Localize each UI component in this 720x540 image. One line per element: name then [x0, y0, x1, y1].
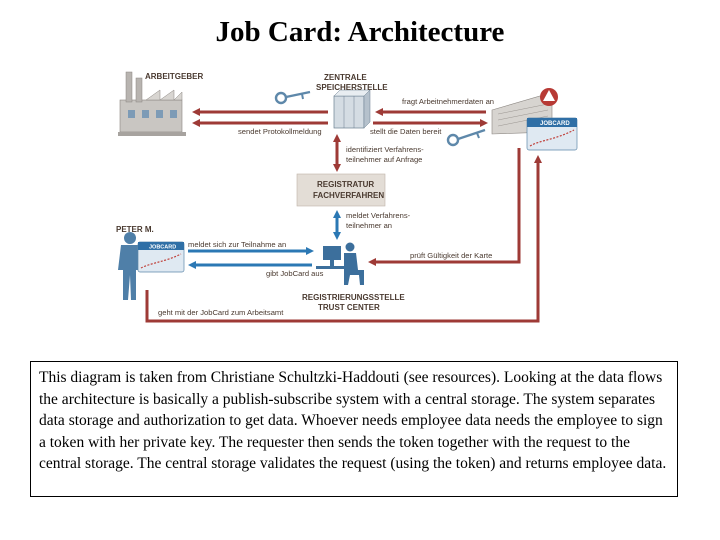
computer-user-icon: [316, 242, 364, 285]
arrow-label-identifies-1: identifiziert Verfahrens-: [346, 145, 424, 154]
registry-box: [296, 173, 386, 207]
person-icon: [118, 232, 142, 300]
arrow-label-goes-to-office: geht mit der JobCard zum Arbeitsamt: [158, 308, 284, 317]
arrow-label-sends-protocol: sendet Protokollmeldung: [238, 127, 322, 136]
svg-text:JOBCARD: JOBCARD: [149, 245, 176, 251]
svg-text:JOBCARD: JOBCARD: [540, 121, 570, 127]
key-icon: [446, 128, 486, 147]
arrow-label-identifies-2: teilnehmer auf Anfrage: [346, 155, 422, 164]
slide-title: Job Card: Architecture: [215, 16, 505, 48]
server-icon: [333, 89, 371, 129]
jobcard-icon: JOBCARD: [526, 117, 578, 151]
caption-box: This diagram is taken from Christiane Sc…: [30, 361, 678, 497]
key-icon: [274, 90, 311, 105]
arrow-label-reports-1: meldet Verfahrens-: [346, 211, 411, 220]
factory-icon: [118, 71, 186, 136]
arrow-check-validity: [368, 148, 521, 266]
arrow-label-registers: meldet sich zur Teilnahme an: [188, 240, 286, 249]
registry-label-1: REGISTRATUR: [317, 180, 374, 189]
registry-label-2: FACHVERFAHREN: [313, 191, 384, 200]
arrow-label-reports-2: teilnehmer an: [346, 221, 392, 230]
trust-center-label-1: REGISTRIERUNGSSTELLE: [302, 293, 405, 302]
person-label: PETER M.: [116, 225, 154, 234]
central-storage-label-2: SPEICHERSTELLE: [316, 83, 388, 92]
employer-label: ARBEITGEBER: [145, 72, 203, 81]
arrow-label-issues-card: gibt JobCard aus: [266, 269, 324, 278]
jobcard-icon: JOBCARD: [137, 241, 185, 273]
central-storage-label-1: ZENTRALE: [324, 73, 367, 82]
arrow-label-asks-data: fragt Arbeitnehmerdaten an: [402, 97, 494, 106]
arrow-go-to-office: [145, 155, 542, 323]
trust-center-label-2: TRUST CENTER: [318, 303, 380, 312]
arrow-label-checks-validity: prüft Gültigkeit der Karte: [410, 251, 492, 260]
arrow-label-provides-data: stellt die Daten bereit: [370, 127, 442, 136]
